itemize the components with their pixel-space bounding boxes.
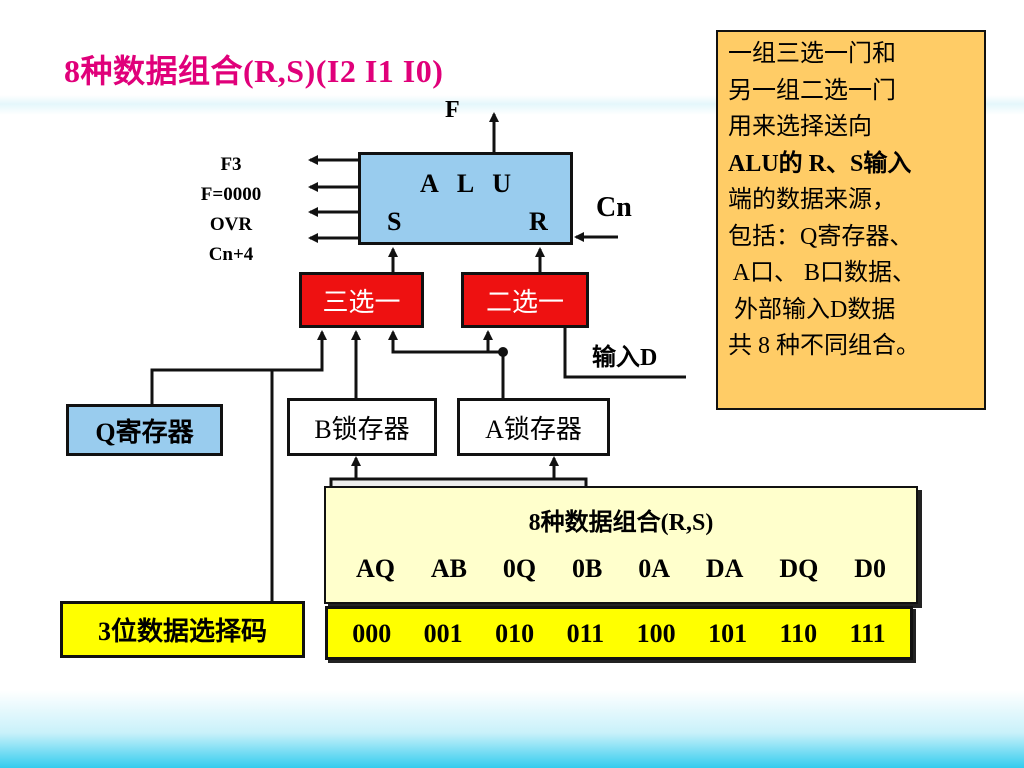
code-cell: 001 bbox=[423, 619, 463, 648]
combo-cell: AB bbox=[430, 554, 467, 583]
wire-a-to-mux3 bbox=[388, 330, 505, 398]
status-flags: F3 F=0000 OVR Cn+4 bbox=[186, 150, 276, 270]
wire-q-to-mux3 bbox=[150, 330, 327, 404]
combo-cell: 0B bbox=[571, 554, 603, 583]
code-cell: 111 bbox=[849, 619, 886, 648]
flag-carry: Cn+4 bbox=[208, 244, 254, 265]
combo-cell: 0A bbox=[638, 554, 670, 583]
combo-cell: DA bbox=[705, 554, 744, 583]
cn-label: Cn bbox=[596, 192, 632, 223]
output-f-label: F bbox=[445, 97, 460, 123]
note-line: 共 8 种不同组合。 bbox=[728, 333, 920, 359]
b-latch: B锁存器 bbox=[287, 398, 437, 456]
note-line: 一组三选一门和 bbox=[728, 41, 896, 67]
alu-s-port: S bbox=[387, 207, 402, 236]
combo-cell: 0Q bbox=[502, 554, 537, 583]
combo-cell: AQ bbox=[355, 554, 395, 583]
flag-zero: F=0000 bbox=[200, 184, 262, 205]
note-line: 另一组二选一门 bbox=[728, 77, 896, 104]
alu-r-port: R bbox=[529, 207, 548, 236]
code-cell: 010 bbox=[495, 619, 535, 648]
combo-cell: DQ bbox=[779, 554, 819, 583]
wire-d-input bbox=[560, 316, 686, 379]
alu-label: A L U bbox=[419, 169, 512, 198]
mux-3to1: 三选一 bbox=[299, 272, 424, 328]
alu-block: A L U S R bbox=[358, 152, 573, 245]
note-line: 外部输入D数据 bbox=[728, 296, 896, 323]
combination-heading: 8种数据组合(R,S) bbox=[528, 510, 714, 536]
mux-2to1: 二选一 bbox=[461, 272, 589, 328]
slide-title: 8种数据组合(R,S)(I2 I1 I0) bbox=[64, 53, 444, 89]
code-cell: 000 bbox=[352, 619, 392, 648]
explanation-note: 一组三选一门和 另一组二选一门 用来选择送向 ALU的 R、S输入 端的数据来源… bbox=[716, 30, 986, 410]
bottom-decor-band bbox=[0, 690, 1024, 768]
flag-ovr: OVR bbox=[209, 214, 253, 235]
q-register: Q寄存器 bbox=[66, 404, 223, 456]
code-cell: 011 bbox=[566, 619, 605, 648]
a-latch: A锁存器 bbox=[457, 398, 610, 456]
note-line: ALU的 R、S输入 bbox=[728, 150, 912, 177]
note-line: 包括：Q寄存器、 bbox=[728, 223, 914, 250]
input-d-label: 输入D bbox=[592, 345, 658, 371]
note-line: 用来选择送向 bbox=[728, 114, 872, 140]
combination-table: 8种数据组合(R,S) AQ AB 0Q 0B 0A DA DQ D0 bbox=[324, 486, 918, 604]
code-cell: 100 bbox=[636, 619, 676, 648]
select-code-table: 000 001 010 011 100 101 110 111 bbox=[325, 606, 913, 660]
note-line: 端的数据来源， bbox=[728, 187, 896, 213]
flag-f3: F3 bbox=[220, 154, 242, 175]
junction-dot bbox=[498, 347, 508, 357]
code-row: 000 001 010 011 100 101 110 111 bbox=[336, 619, 902, 649]
combination-row: AQ AB 0Q 0B 0A DA DQ D0 bbox=[338, 554, 904, 584]
note-line: A口、 B口数据、 bbox=[728, 260, 917, 286]
combo-cell: D0 bbox=[854, 554, 886, 583]
select-code-label: 3位数据选择码 bbox=[60, 601, 305, 658]
code-cell: 110 bbox=[779, 619, 818, 648]
code-cell: 101 bbox=[708, 619, 748, 648]
